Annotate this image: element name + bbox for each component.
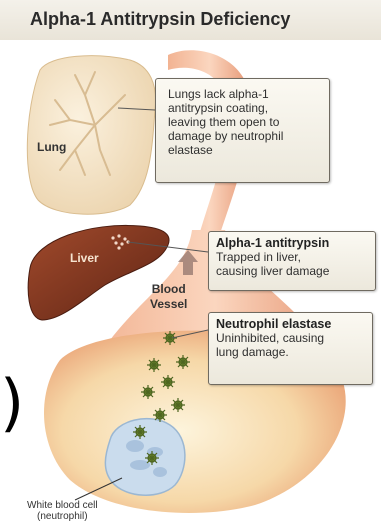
white-blood-cell bbox=[105, 419, 185, 496]
wbc-label-line-1: White blood cell bbox=[27, 500, 98, 511]
lung-callout-line-4: damage by neutrophil bbox=[168, 129, 322, 143]
blood-vessel-label-line-1: Blood bbox=[150, 282, 187, 297]
liver-callout: Alpha-1 antitrypsin Trapped in liver, ca… bbox=[208, 231, 376, 291]
edge-glyph: ) bbox=[0, 368, 24, 438]
lung-callout: Lungs lack alpha-1 antitrypsin coating, … bbox=[155, 78, 330, 183]
lung-callout-line-2: antitrypsin coating, bbox=[168, 101, 322, 115]
lung-callout-line-1: Lungs lack alpha-1 bbox=[168, 87, 322, 101]
elastase-particle-8 bbox=[133, 425, 147, 439]
liver-callout-heading: Alpha-1 antitrypsin bbox=[216, 236, 368, 250]
liver-label: Liver bbox=[70, 251, 99, 265]
title-bar: Alpha-1 Antitrypsin Deficiency bbox=[0, 0, 381, 40]
elastase-particle-3 bbox=[176, 355, 190, 369]
liver-callout-line-2: causing liver damage bbox=[216, 264, 368, 278]
lung-callout-line-5: elastase bbox=[168, 143, 322, 157]
elastase-particle-5 bbox=[141, 385, 155, 399]
elastase-particle-7 bbox=[153, 408, 167, 422]
blood-vessel-label-line-2: Vessel bbox=[150, 297, 187, 312]
elastase-particle-2 bbox=[147, 358, 161, 372]
elastase-particle-4 bbox=[161, 375, 175, 389]
elastase-particle-1 bbox=[163, 331, 177, 345]
neutrophil-callout-line-2: lung damage. bbox=[216, 345, 365, 359]
neutrophil-callout: Neutrophil elastase Uninhibited, causing… bbox=[208, 312, 373, 385]
page-title: Alpha-1 Antitrypsin Deficiency bbox=[30, 9, 290, 30]
wbc-label-line-2: (neutrophil) bbox=[27, 511, 98, 522]
liver-callout-line-1: Trapped in liver, bbox=[216, 250, 368, 264]
blood-vessel-label: Blood Vessel bbox=[150, 282, 187, 312]
white-blood-cell-label: White blood cell (neutrophil) bbox=[27, 500, 98, 522]
neutrophil-callout-line-1: Uninhibited, causing bbox=[216, 331, 365, 345]
elastase-particle-9 bbox=[145, 451, 159, 465]
lung-callout-line-3: leaving them open to bbox=[168, 115, 322, 129]
elastase-particle-6 bbox=[171, 398, 185, 412]
lung-label: Lung bbox=[37, 140, 66, 154]
neutrophil-callout-heading: Neutrophil elastase bbox=[216, 317, 365, 331]
